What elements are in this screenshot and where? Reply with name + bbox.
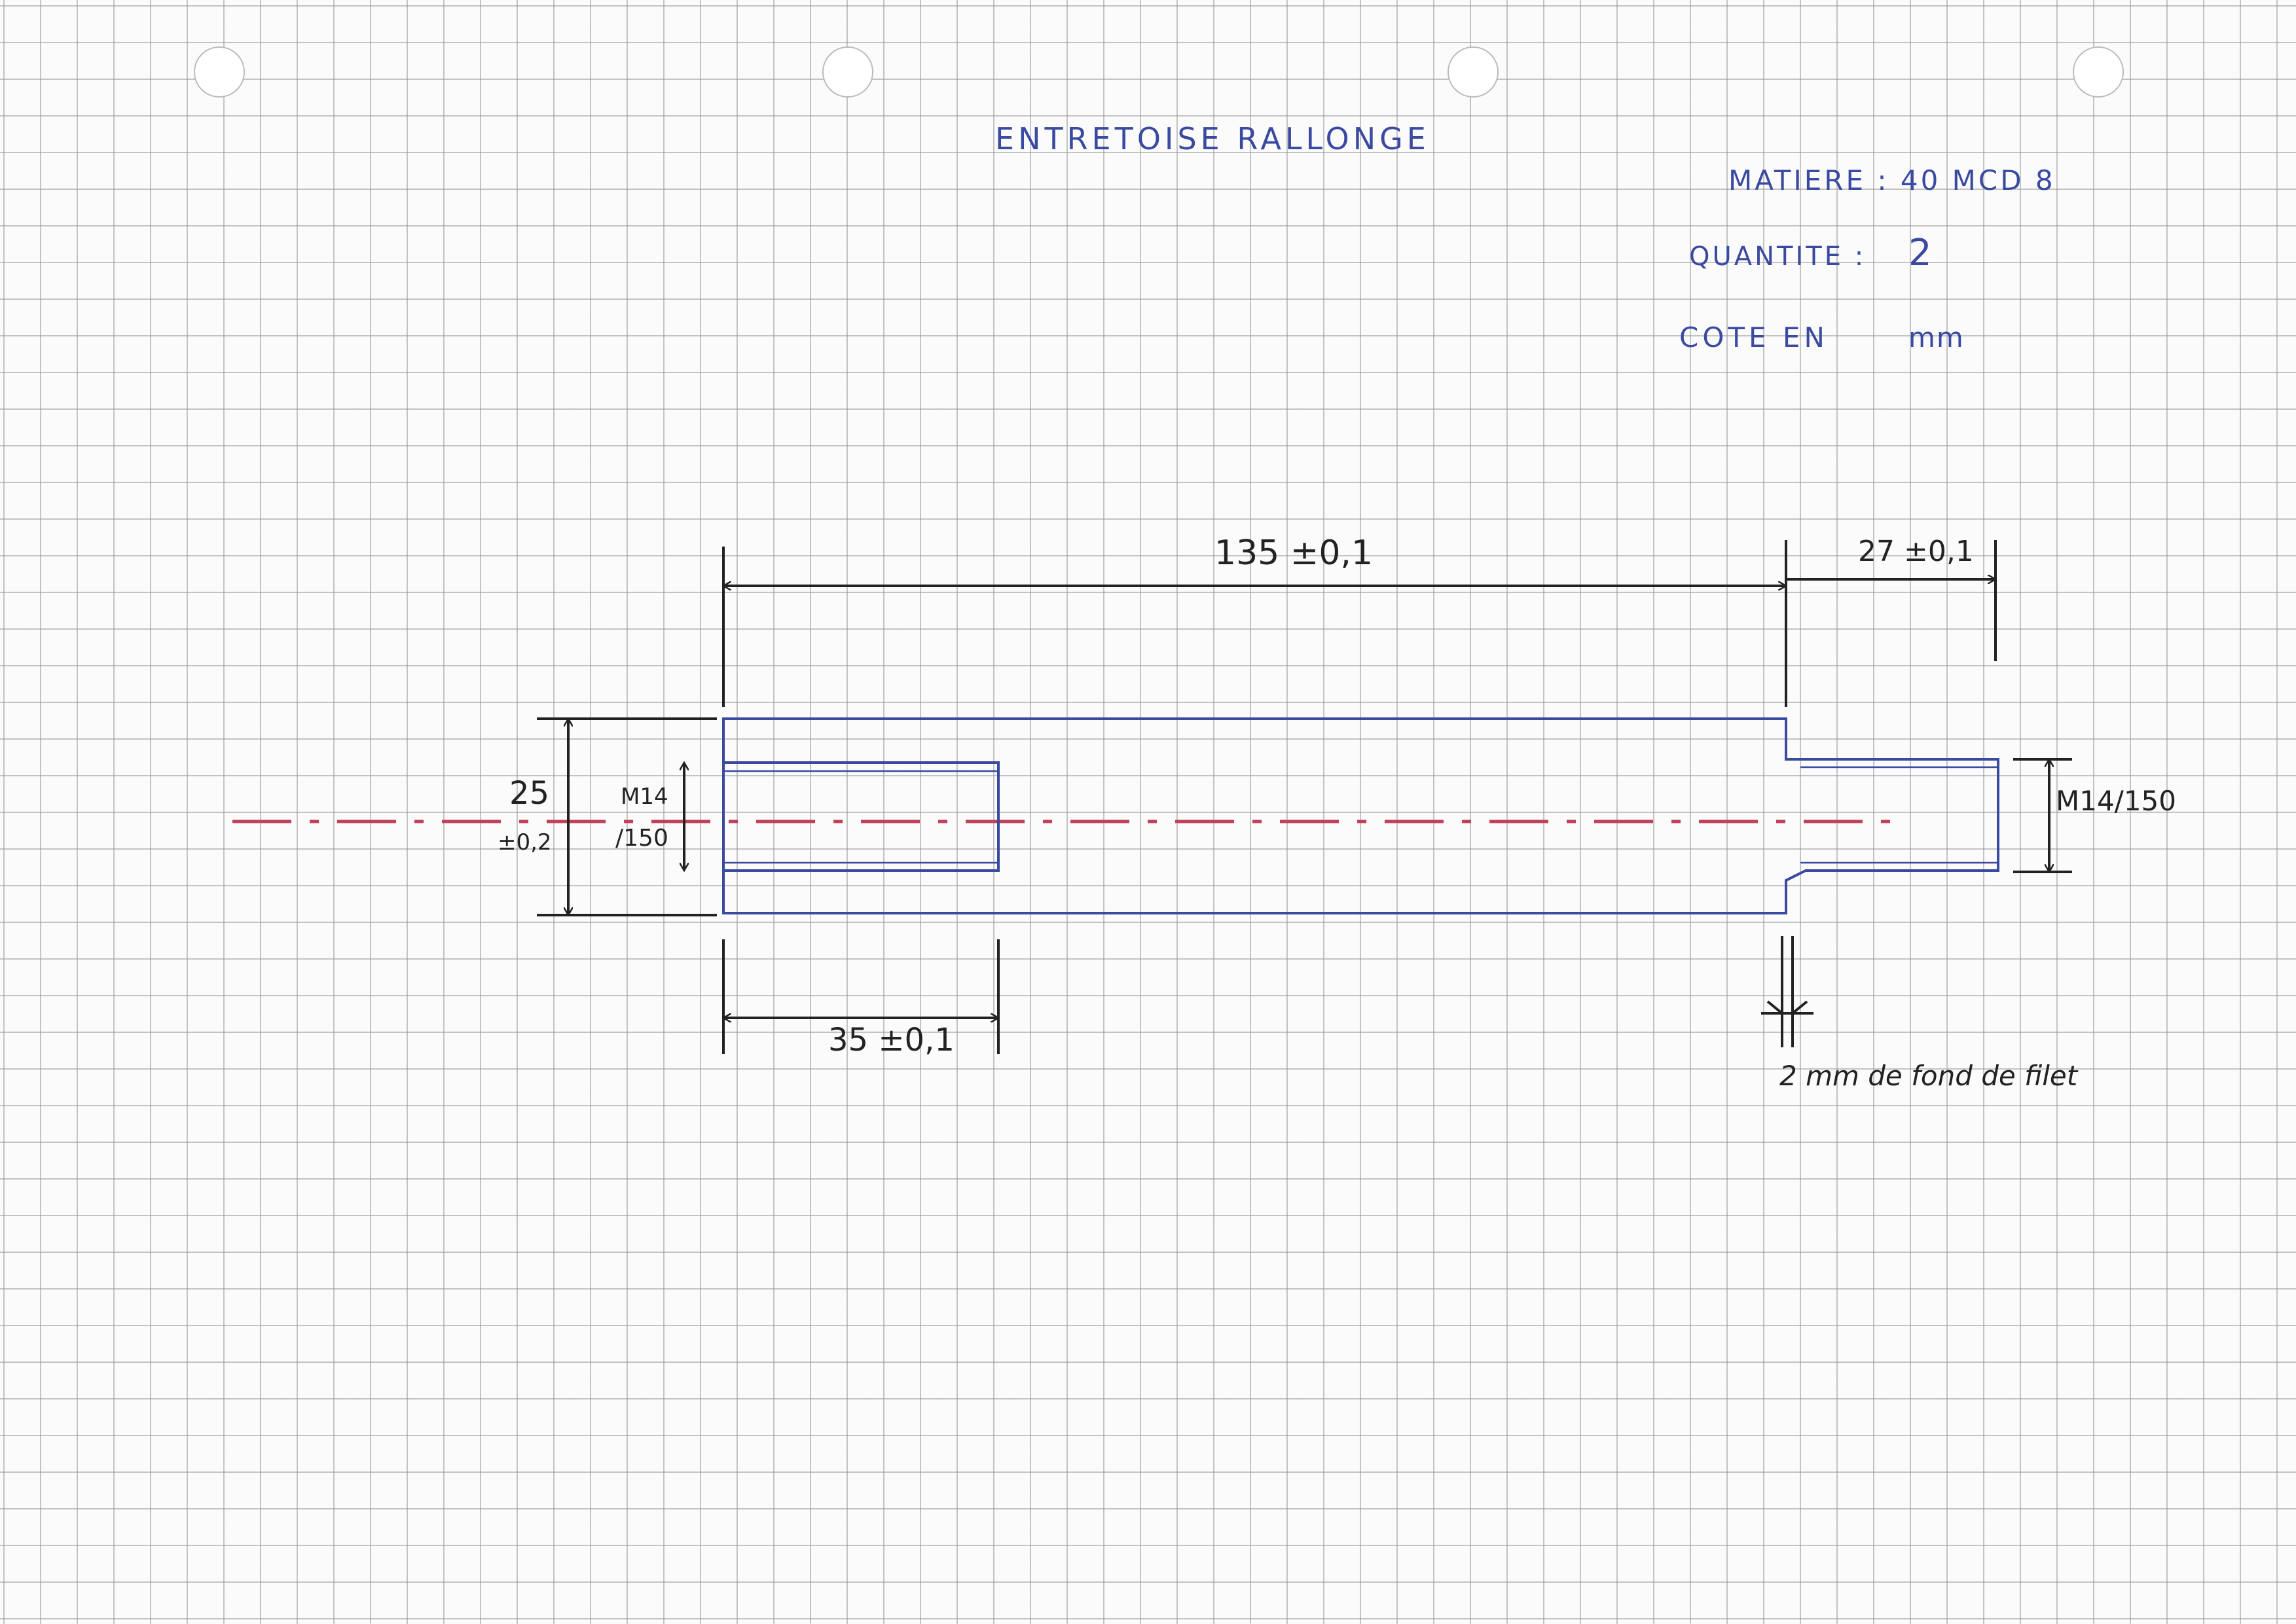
binder-hole xyxy=(822,46,873,98)
binder-hole xyxy=(2073,46,2124,98)
tapped-bore xyxy=(723,761,1000,872)
overall-length-label: 135 ±0,1 xyxy=(1214,533,1373,573)
spigot-length-label: 27 ±0,1 xyxy=(1858,535,1974,568)
runout-arrow xyxy=(1766,1000,1783,1015)
binder-hole xyxy=(1448,46,1499,98)
material-spec: MATIERE : 40 MCD 8 xyxy=(1728,164,2056,196)
runout-arrow xyxy=(1791,1000,1808,1015)
inner-thread-label: M14 xyxy=(621,784,668,810)
units-label: COTE EN xyxy=(1679,321,1829,353)
drawing-title: ENTRETOISE RALLONGE xyxy=(995,121,1430,156)
outer-diameter-tolerance: ±0,2 xyxy=(498,829,552,856)
quantity-label: QUANTITE : xyxy=(1689,242,1866,272)
part-outline xyxy=(722,717,1999,914)
binder-hole xyxy=(194,46,245,98)
units-value: mm xyxy=(1908,321,1965,353)
inner-thread-pitch: /150 xyxy=(615,825,668,852)
outer-diameter-label: 25 xyxy=(509,775,549,812)
thread-runout-note: 2 mm de fond de filet xyxy=(1779,1060,2079,1092)
part-profile xyxy=(722,717,1999,914)
bore-depth-label: 35 ±0,1 xyxy=(828,1022,955,1058)
spigot-thread-label: M14/150 xyxy=(2056,785,2176,817)
quantity-value: 2 xyxy=(1908,232,1932,274)
